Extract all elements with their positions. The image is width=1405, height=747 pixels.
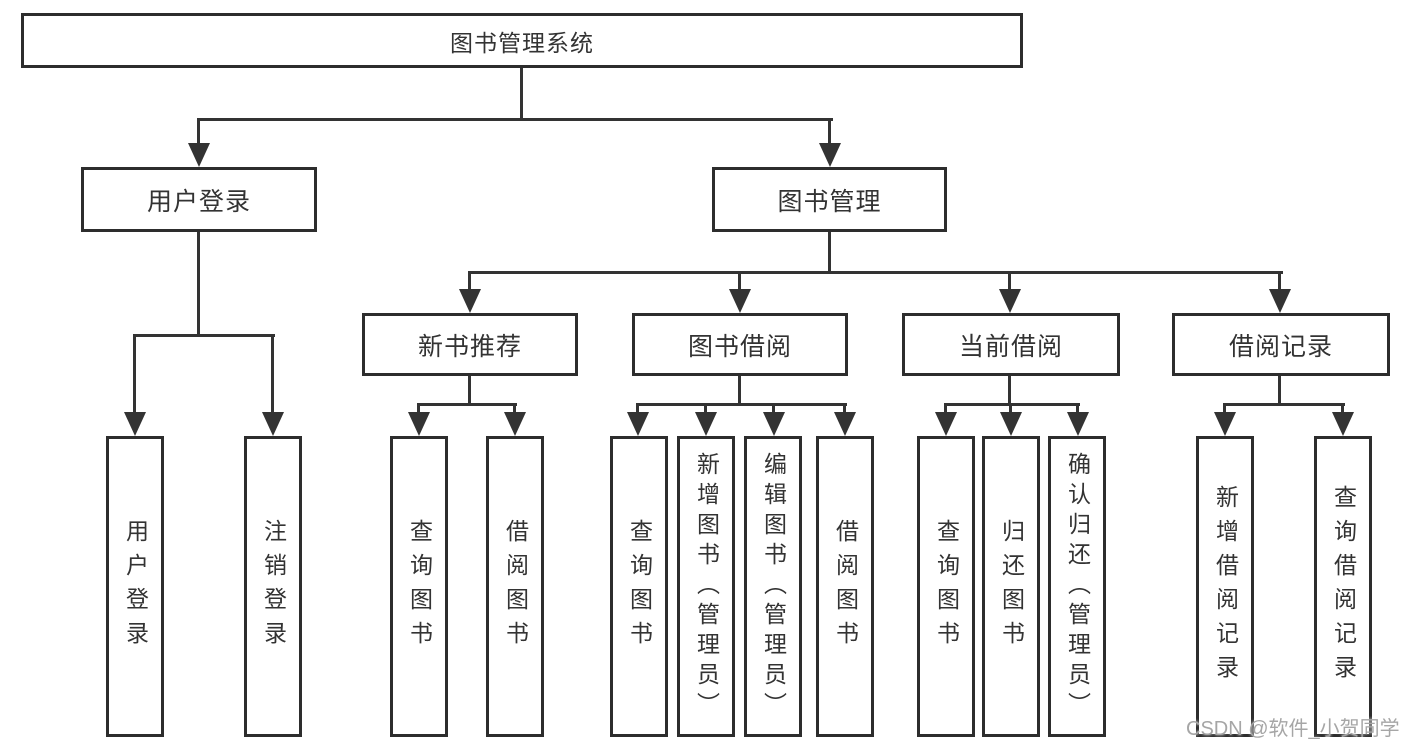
arrowhead-leaf-logout [262,412,284,436]
arrowhead-borrowing-c4 [834,412,856,436]
leaf-query-borrow-record: 查询借阅记录 [1314,436,1372,737]
leaf-add-books-admin: 新增图书（管理员） [677,436,735,737]
arrowhead-borrowing-c3 [763,412,785,436]
leaf-user-login: 用户登录 [106,436,164,737]
connector-current-stem [1008,376,1011,406]
connector-borrowing-stem [738,376,741,406]
arrowhead-book-management [819,143,841,167]
node-root-label: 图书管理系统 [450,29,594,56]
leaf-return-books: 归还图书 [982,436,1040,737]
connector-to-leaf-logout [271,334,274,414]
connector-to-user-login [197,118,200,148]
leaf-add-borrow-record: 新增借阅记录 [1196,436,1254,737]
arrowhead-newbook-right [504,412,526,436]
connector-borrowing-c2 [704,403,707,415]
arrowhead-new-book [459,289,481,313]
leaf-return-books-label: 归还图书 [998,518,1025,655]
connector-current-c3 [1076,403,1079,415]
connector-newbook-left [417,403,420,415]
leaf-logout: 注销登录 [244,436,302,737]
connector-to-current [1008,271,1011,291]
connector-root-crossbar [197,118,833,121]
node-new-book-recommendation: 新书推荐 [362,313,578,376]
leaf-logout-label: 注销登录 [260,518,287,655]
connector-borrowing-c4 [843,403,846,415]
arrowhead-newbook-left [408,412,430,436]
leaf-edit-books-admin: 编辑图书（管理员） [744,436,802,737]
leaf-borrow-books-recommend-label: 借阅图书 [502,518,529,655]
leaf-edit-books-admin-label: 编辑图书（管理员） [760,451,787,722]
leaf-query-books-recommend: 查询图书 [390,436,448,737]
node-new-book-recommendation-label: 新书推荐 [417,332,522,361]
connector-newbook-crossbar [417,403,517,406]
arrowhead-current-c3 [1067,412,1089,436]
leaf-query-books-current: 查询图书 [917,436,975,737]
arrowhead-leaf-user-login [124,412,146,436]
arrowhead-records-c2 [1332,412,1354,436]
leaf-query-books-current-label: 查询图书 [933,518,960,655]
connector-borrowing-c3 [772,403,775,415]
connector-borrowing-crossbar [636,403,847,406]
connector-to-leaf-user-login [133,334,136,414]
leaf-borrow-books-borrowing: 借阅图书 [816,436,874,737]
arrowhead-records [1269,289,1291,313]
node-book-management-label: 图书管理 [777,187,882,216]
connector-to-new-book [468,271,471,291]
connector-to-records [1278,271,1281,291]
connector-userlogin-crossbar [133,334,275,337]
arrowhead-user-login [188,143,210,167]
connector-current-c2 [1009,403,1012,415]
arrowhead-current [999,289,1021,313]
node-book-borrowing: 图书借阅 [632,313,848,376]
node-user-login-label: 用户登录 [146,187,251,216]
leaf-query-borrow-record-label: 查询借阅记录 [1330,484,1357,689]
connector-userlogin-stem [197,232,200,337]
leaf-query-books-recommend-label: 查询图书 [406,518,433,655]
connector-root-stem [520,68,523,120]
arrowhead-records-c1 [1214,412,1236,436]
leaf-query-books-borrowing: 查询图书 [610,436,668,737]
connector-bookmgmt-stem [828,232,831,273]
connector-borrowing-c1 [636,403,639,415]
arrowhead-borrowing-c1 [627,412,649,436]
leaf-add-borrow-record-label: 新增借阅记录 [1212,484,1239,689]
csdn-watermark: CSDN @软件_小贺同学 [1186,718,1400,740]
connector-current-crossbar [944,403,1080,406]
connector-records-c2 [1341,403,1344,415]
connector-bookmgmt-crossbar [468,271,1283,274]
connector-to-book-management [828,118,831,148]
node-current-borrowing: 当前借阅 [902,313,1120,376]
arrowhead-borrowing-c2 [695,412,717,436]
connector-records-crossbar [1223,403,1345,406]
arrowhead-current-c1 [935,412,957,436]
arrowhead-current-c2 [1000,412,1022,436]
connector-current-c1 [944,403,947,415]
node-book-borrowing-label: 图书借阅 [687,332,792,361]
connector-newbook-stem [468,376,471,406]
node-borrowing-records: 借阅记录 [1172,313,1390,376]
leaf-user-login-label: 用户登录 [122,518,149,655]
node-current-borrowing-label: 当前借阅 [958,332,1063,361]
node-root: 图书管理系统 [21,13,1023,68]
leaf-confirm-return-admin-label: 确认归还（管理员） [1064,451,1091,722]
arrowhead-borrowing [729,289,751,313]
node-book-management: 图书管理 [712,167,947,232]
connector-to-borrowing [738,271,741,291]
leaf-borrow-books-borrowing-label: 借阅图书 [832,518,859,655]
leaf-add-books-admin-label: 新增图书（管理员） [693,451,720,722]
connector-newbook-right [513,403,516,415]
leaf-confirm-return-admin: 确认归还（管理员） [1048,436,1106,737]
connector-records-c1 [1223,403,1226,415]
node-borrowing-records-label: 借阅记录 [1228,332,1333,361]
leaf-query-books-borrowing-label: 查询图书 [626,518,653,655]
connector-records-stem [1278,376,1281,406]
node-user-login: 用户登录 [81,167,317,232]
leaf-borrow-books-recommend: 借阅图书 [486,436,544,737]
